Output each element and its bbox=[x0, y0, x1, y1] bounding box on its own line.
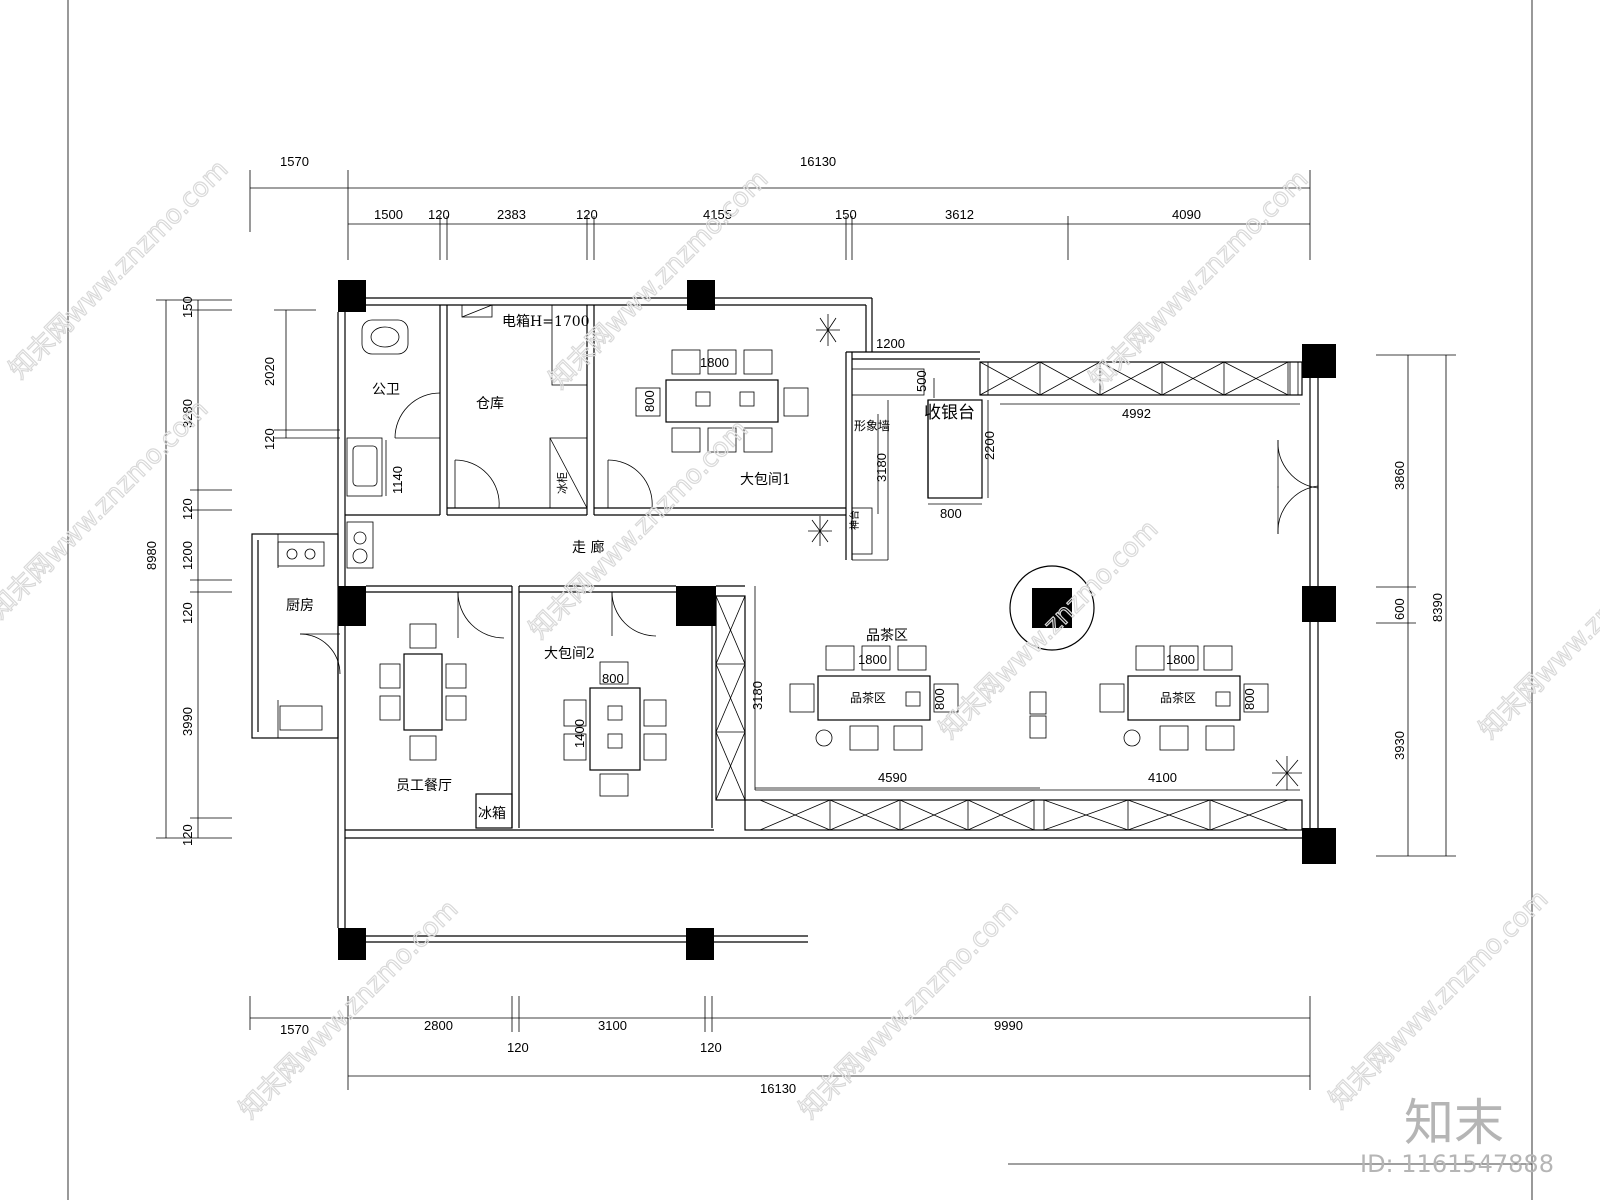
watermark-text: 知末网www.znzmo.com bbox=[1324, 884, 1555, 1115]
watermark-logo: 知末 bbox=[1404, 1094, 1504, 1152]
dim-left-1: 150 bbox=[180, 296, 195, 318]
left-dimension-lines bbox=[156, 299, 340, 839]
label-electric-box: 电箱H=1700 bbox=[502, 314, 590, 330]
label-tea-area-1: 品茶区 bbox=[850, 690, 886, 705]
watermark-text: 知末网www.znzmo.com bbox=[794, 894, 1025, 1125]
watermark-text: 知末网www.znzmo.com bbox=[544, 164, 775, 395]
label-staff-dining: 员工餐厅 bbox=[396, 778, 452, 794]
dim-left-7: 120 bbox=[180, 824, 195, 846]
dim-bottom-seg-1: 2800 bbox=[424, 1018, 453, 1033]
dim-left-inner-2: 120 bbox=[262, 428, 277, 450]
bottom-dimension-lines bbox=[249, 996, 1311, 1090]
label-fridge-small: 冰柜 bbox=[556, 472, 569, 494]
dim-t2-1800: 1800 bbox=[1166, 652, 1195, 667]
dim-4590: 4590 bbox=[878, 770, 907, 785]
label-tea-area-2: 品茶区 bbox=[1160, 690, 1196, 705]
dim-bottom-total: 16130 bbox=[760, 1081, 796, 1096]
label-fridge: 冰箱 bbox=[478, 806, 506, 822]
dim-2200: 2200 bbox=[982, 431, 997, 460]
dim-top-seg-3: 2383 bbox=[497, 207, 526, 222]
watermark-layer: 知末网www.znzmo.com 知末网www.znzmo.com 知末网www… bbox=[0, 154, 1600, 1126]
dim-top-seg-5: 4155 bbox=[703, 207, 732, 222]
dim-top-seg-6: 150 bbox=[835, 207, 857, 222]
dim-bottom-wall-1: 120 bbox=[507, 1040, 529, 1055]
dim-4992: 4992 bbox=[1122, 406, 1151, 421]
dim-1200: 1200 bbox=[876, 336, 905, 351]
right-dimension-lines bbox=[1376, 354, 1456, 857]
dim-left-total: 8980 bbox=[144, 541, 159, 570]
dim-right-3: 3930 bbox=[1392, 731, 1407, 760]
dim-top-seg-2: 120 bbox=[428, 207, 450, 222]
label-tea-area-title: 品茶区 bbox=[866, 628, 908, 644]
dim-4100: 4100 bbox=[1148, 770, 1177, 785]
label-corridor: 走 廊 bbox=[572, 539, 604, 556]
dim-t1-800: 800 bbox=[932, 688, 947, 710]
label-image-wall: 形象墙 bbox=[854, 419, 890, 433]
dim-800-a: 800 bbox=[940, 506, 962, 521]
dim-left-6: 3990 bbox=[180, 707, 195, 736]
watermark-text: 知末网www.znzmo.com bbox=[934, 514, 1165, 745]
label-public-toilet: 公卫 bbox=[372, 382, 400, 398]
dim-t2-800: 800 bbox=[1242, 688, 1257, 710]
dim-top-seg-8: 4090 bbox=[1172, 207, 1201, 222]
interior-dimension-lines bbox=[385, 351, 1300, 789]
doors bbox=[299, 392, 1319, 675]
dim-vip2-800: 800 bbox=[602, 671, 624, 686]
watermark-text: 知末网www.znzmo.com bbox=[1474, 514, 1600, 745]
structural-columns bbox=[338, 280, 1336, 960]
dim-vip1-800: 800 bbox=[642, 390, 657, 412]
watermark-id: ID: 1161547888 bbox=[1360, 1150, 1554, 1178]
dim-top-left: 1570 bbox=[280, 154, 309, 169]
dim-top-seg-4: 120 bbox=[576, 207, 598, 222]
dim-bottom-left: 1570 bbox=[280, 1022, 309, 1037]
dim-t1-1800: 1800 bbox=[858, 652, 887, 667]
dim-left-3: 120 bbox=[180, 498, 195, 520]
label-vip-room-1: 大包间1 bbox=[740, 472, 791, 488]
dim-3180-b: 3180 bbox=[750, 681, 765, 710]
dim-left-inner-1: 2020 bbox=[262, 357, 277, 386]
dim-top-total: 16130 bbox=[800, 154, 836, 169]
dim-1140: 1140 bbox=[390, 466, 405, 494]
dim-500: 500 bbox=[914, 370, 929, 392]
label-vip-room-2: 大包间2 bbox=[544, 646, 595, 662]
dim-bottom-seg-3: 9990 bbox=[994, 1018, 1023, 1033]
dim-right-2: 600 bbox=[1392, 598, 1407, 620]
top-dimension-lines bbox=[249, 170, 1311, 260]
furniture bbox=[277, 314, 1302, 829]
dim-vip2-1400: 1400 bbox=[572, 719, 587, 748]
dim-left-2: 3280 bbox=[180, 399, 195, 428]
watermark-text: 知末网www.znzmo.com bbox=[524, 414, 755, 645]
dim-top-seg-1: 1500 bbox=[374, 207, 403, 222]
dim-3180-a: 3180 bbox=[874, 453, 889, 482]
dim-left-4: 1200 bbox=[180, 541, 195, 570]
walls bbox=[251, 297, 1319, 943]
dim-top-seg-7: 3612 bbox=[945, 207, 974, 222]
label-storage: 仓库 bbox=[476, 396, 504, 412]
label-cashier: 收银台 bbox=[924, 403, 975, 423]
watermark-text: 知末网www.znzmo.com bbox=[1084, 164, 1315, 395]
dim-right-total: 8390 bbox=[1430, 593, 1445, 622]
label-shrine: 神台 bbox=[848, 510, 861, 530]
watermark-text: 知末网www.znzmo.com bbox=[4, 154, 235, 385]
label-kitchen: 厨房 bbox=[286, 598, 314, 614]
dim-right-1: 3860 bbox=[1392, 461, 1407, 490]
dim-left-5: 120 bbox=[180, 602, 195, 624]
dim-vip1-1800: 1800 bbox=[700, 355, 729, 370]
dim-bottom-seg-2: 3100 bbox=[598, 1018, 627, 1033]
dim-bottom-wall-2: 120 bbox=[700, 1040, 722, 1055]
